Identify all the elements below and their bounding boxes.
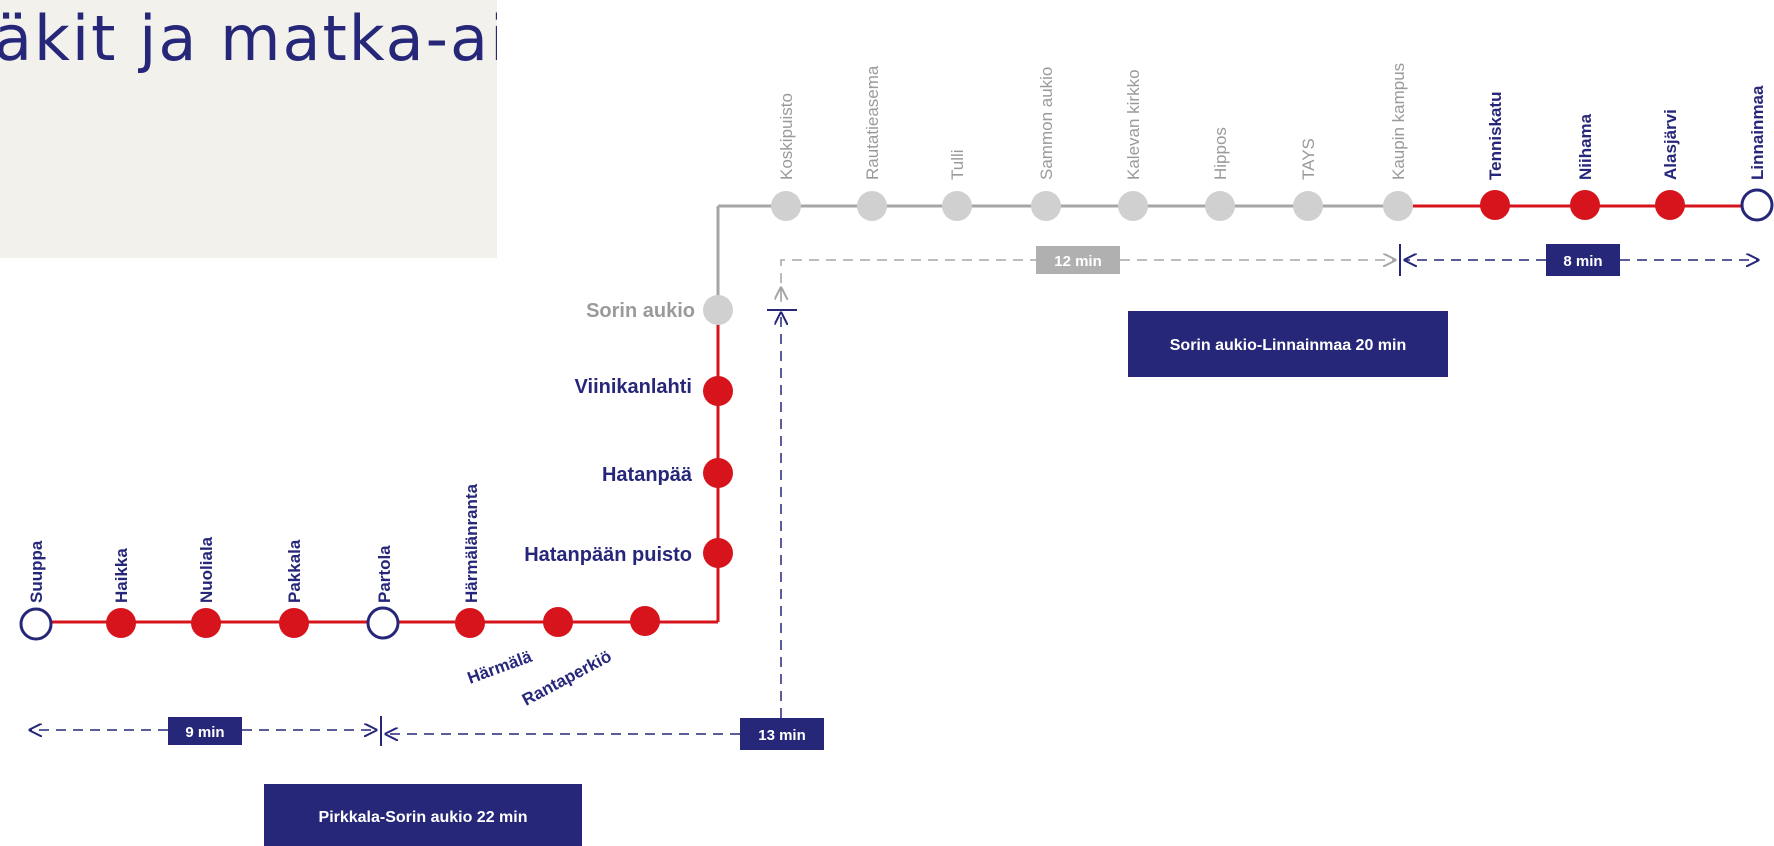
stop-hatanpaan-puisto xyxy=(703,538,733,568)
summary-box-south xyxy=(264,784,582,846)
stop-sammon-aukio xyxy=(1031,191,1061,221)
time-box-9min xyxy=(168,717,242,745)
label-linnainmaa: Linnainmaa xyxy=(1748,85,1767,180)
stop-tenniskatu xyxy=(1480,190,1510,220)
label-hatanpaa: Hatanpää xyxy=(602,464,693,486)
stop-rautatieasema xyxy=(857,191,887,221)
stop-koskipuisto xyxy=(771,191,801,221)
summary-south: Pirkkala-Sorin aukio 22 min xyxy=(319,809,528,826)
label-nuoliala: Nuoliala xyxy=(197,536,216,603)
stop-tays xyxy=(1293,191,1323,221)
stop-viinikanlahti xyxy=(703,376,733,406)
stop-sorin-aukio xyxy=(703,295,733,325)
label-hippos: Hippos xyxy=(1211,127,1230,180)
title-background-panel xyxy=(0,0,497,258)
time-box-8min xyxy=(1546,244,1620,276)
summary-north: Sorin aukio-Linnainmaa 20 min xyxy=(1170,337,1407,354)
stop-nuoliala xyxy=(191,608,221,638)
label-harmala: Härmälä xyxy=(465,647,535,688)
stop-haikka xyxy=(106,608,136,638)
label-sorin-aukio: Sorin aukio xyxy=(586,300,695,322)
summary-box-north xyxy=(1128,311,1448,377)
stop-hippos xyxy=(1205,191,1235,221)
label-kalevan-kirkko: Kalevan kirkko xyxy=(1124,69,1143,180)
time-12min: 12 min xyxy=(1054,253,1102,270)
stop-partola xyxy=(366,606,400,640)
time-9min: 9 min xyxy=(185,724,224,741)
label-rautatieasema: Rautatieasema xyxy=(863,65,882,180)
label-hatanpaan-puisto: Hatanpään puisto xyxy=(524,544,692,566)
stop-pakkala xyxy=(279,608,309,638)
stop-linnainmaa xyxy=(1740,188,1774,222)
label-partola: Partola xyxy=(375,545,394,603)
label-tulli: Tulli xyxy=(948,149,967,180)
stop-hatanpaa xyxy=(703,458,733,488)
time-box-12min xyxy=(1036,246,1120,274)
dim-arrow-12min-corner xyxy=(780,259,1036,300)
time-8min: 8 min xyxy=(1563,253,1602,270)
label-pakkala: Pakkala xyxy=(285,539,304,603)
stop-harmala xyxy=(543,607,573,637)
stop-alasjarvi xyxy=(1655,190,1685,220)
time-box-13min xyxy=(740,718,824,750)
label-viinikanlahti: Viinikanlahti xyxy=(575,376,692,398)
stop-harmalanranta xyxy=(455,608,485,638)
label-tays: TAYS xyxy=(1299,138,1318,180)
stop-niihama xyxy=(1570,190,1600,220)
label-rantaperkio: Rantaperkiö xyxy=(519,647,615,710)
label-niihama: Niihama xyxy=(1576,113,1595,180)
label-sammon-aukio: Sammon aukio xyxy=(1037,67,1056,180)
label-suuppa: Suuppa xyxy=(27,540,46,603)
stop-rantaperkio xyxy=(630,606,660,636)
stop-kalevan-kirkko xyxy=(1118,191,1148,221)
label-harmalanranta: Härmälänranta xyxy=(462,483,481,603)
label-koskipuisto: Koskipuisto xyxy=(777,93,796,180)
stop-suuppa xyxy=(19,607,53,641)
stop-kaupin-kampus xyxy=(1383,191,1413,221)
label-tenniskatu: Tenniskatu xyxy=(1486,92,1505,180)
stop-tulli xyxy=(942,191,972,221)
label-kaupin-kampus: Kaupin kampus xyxy=(1389,63,1408,180)
time-13min: 13 min xyxy=(758,727,806,744)
slide-title: äkit ja matka-aika xyxy=(0,2,586,75)
label-alasjarvi: Alasjärvi xyxy=(1661,109,1680,180)
label-haikka: Haikka xyxy=(112,548,131,603)
